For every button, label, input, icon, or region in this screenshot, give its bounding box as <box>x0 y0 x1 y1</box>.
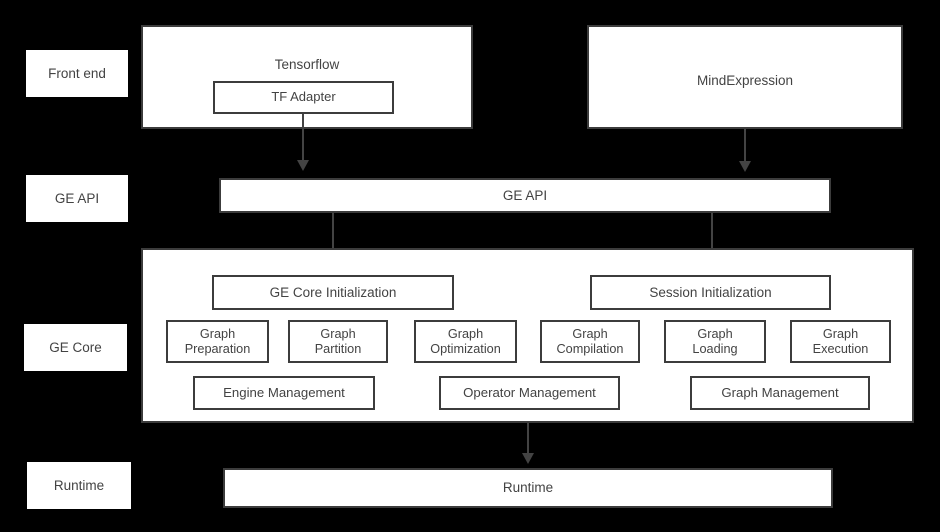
graph-partition-box[interactable]: Graph Partition <box>288 320 388 363</box>
graph-compilation-box[interactable]: Graph Compilation <box>540 320 640 363</box>
operator-management-box[interactable]: Operator Management <box>439 376 620 410</box>
operator-management-label: Operator Management <box>463 385 596 401</box>
graph-management-box[interactable]: Graph Management <box>690 376 870 410</box>
stage-label-runtime: Runtime <box>27 462 131 509</box>
stage-label-text: GE API <box>54 190 100 206</box>
arrow-mindexpression-to-ge-api-head <box>739 161 751 172</box>
graph-preparation-label: Graph Preparation <box>184 326 251 356</box>
stage-label-text: GE Core <box>49 339 102 355</box>
graph-loading-box[interactable]: Graph Loading <box>664 320 766 363</box>
engine-management-label: Engine Management <box>223 385 345 401</box>
graph-management-label: Graph Management <box>721 385 839 401</box>
session-initialization-box[interactable]: Session Initialization <box>590 275 831 310</box>
arrow-tf-adapter-to-ge-api-line <box>302 114 304 162</box>
arrow-ge-core-to-runtime-head <box>522 453 534 464</box>
runtime-bar[interactable]: Runtime <box>223 468 833 508</box>
stage-label-ge-core: GE Core <box>24 324 127 371</box>
graph-optimization-label: Graph Optimization <box>430 326 501 356</box>
ge-api-bar-label: GE API <box>502 187 548 203</box>
tf-adapter-label: TF Adapter <box>271 89 336 105</box>
stage-label-ge-api: GE API <box>26 175 128 222</box>
tensorflow-title: Tensorflow <box>274 57 340 72</box>
engine-management-box[interactable]: Engine Management <box>193 376 375 410</box>
arrow-mindexpression-to-ge-api-line <box>744 129 746 163</box>
arrow-ge-api-to-session-init-line <box>711 213 713 261</box>
session-initialization-label: Session Initialization <box>649 284 772 300</box>
stage-label-front-end: Front end <box>26 50 128 97</box>
stage-label-text: Runtime <box>53 477 105 493</box>
ge-api-bar[interactable]: GE API <box>219 178 831 213</box>
mindexpression-container: MindExpression <box>587 25 903 129</box>
graph-preparation-box[interactable]: Graph Preparation <box>166 320 269 363</box>
mindexpression-title: MindExpression <box>696 73 794 88</box>
arrow-ge-api-to-ge-core-init-line <box>332 213 334 261</box>
tf-adapter-box[interactable]: TF Adapter <box>213 81 394 114</box>
graph-execution-label: Graph Execution <box>812 326 869 356</box>
arrow-tf-adapter-to-ge-api-head <box>297 160 309 171</box>
stage-label-text: Front end <box>48 65 106 81</box>
ge-core-initialization-box[interactable]: GE Core Initialization <box>212 275 454 310</box>
graph-loading-label: Graph Loading <box>692 326 738 356</box>
runtime-bar-label: Runtime <box>502 480 554 496</box>
ge-core-initialization-label: GE Core Initialization <box>269 284 397 300</box>
graph-compilation-label: Graph Compilation <box>556 326 624 356</box>
arrow-ge-core-to-runtime-line <box>527 423 529 456</box>
graph-execution-box[interactable]: Graph Execution <box>790 320 891 363</box>
graph-partition-label: Graph Partition <box>314 326 362 356</box>
graph-optimization-box[interactable]: Graph Optimization <box>414 320 517 363</box>
